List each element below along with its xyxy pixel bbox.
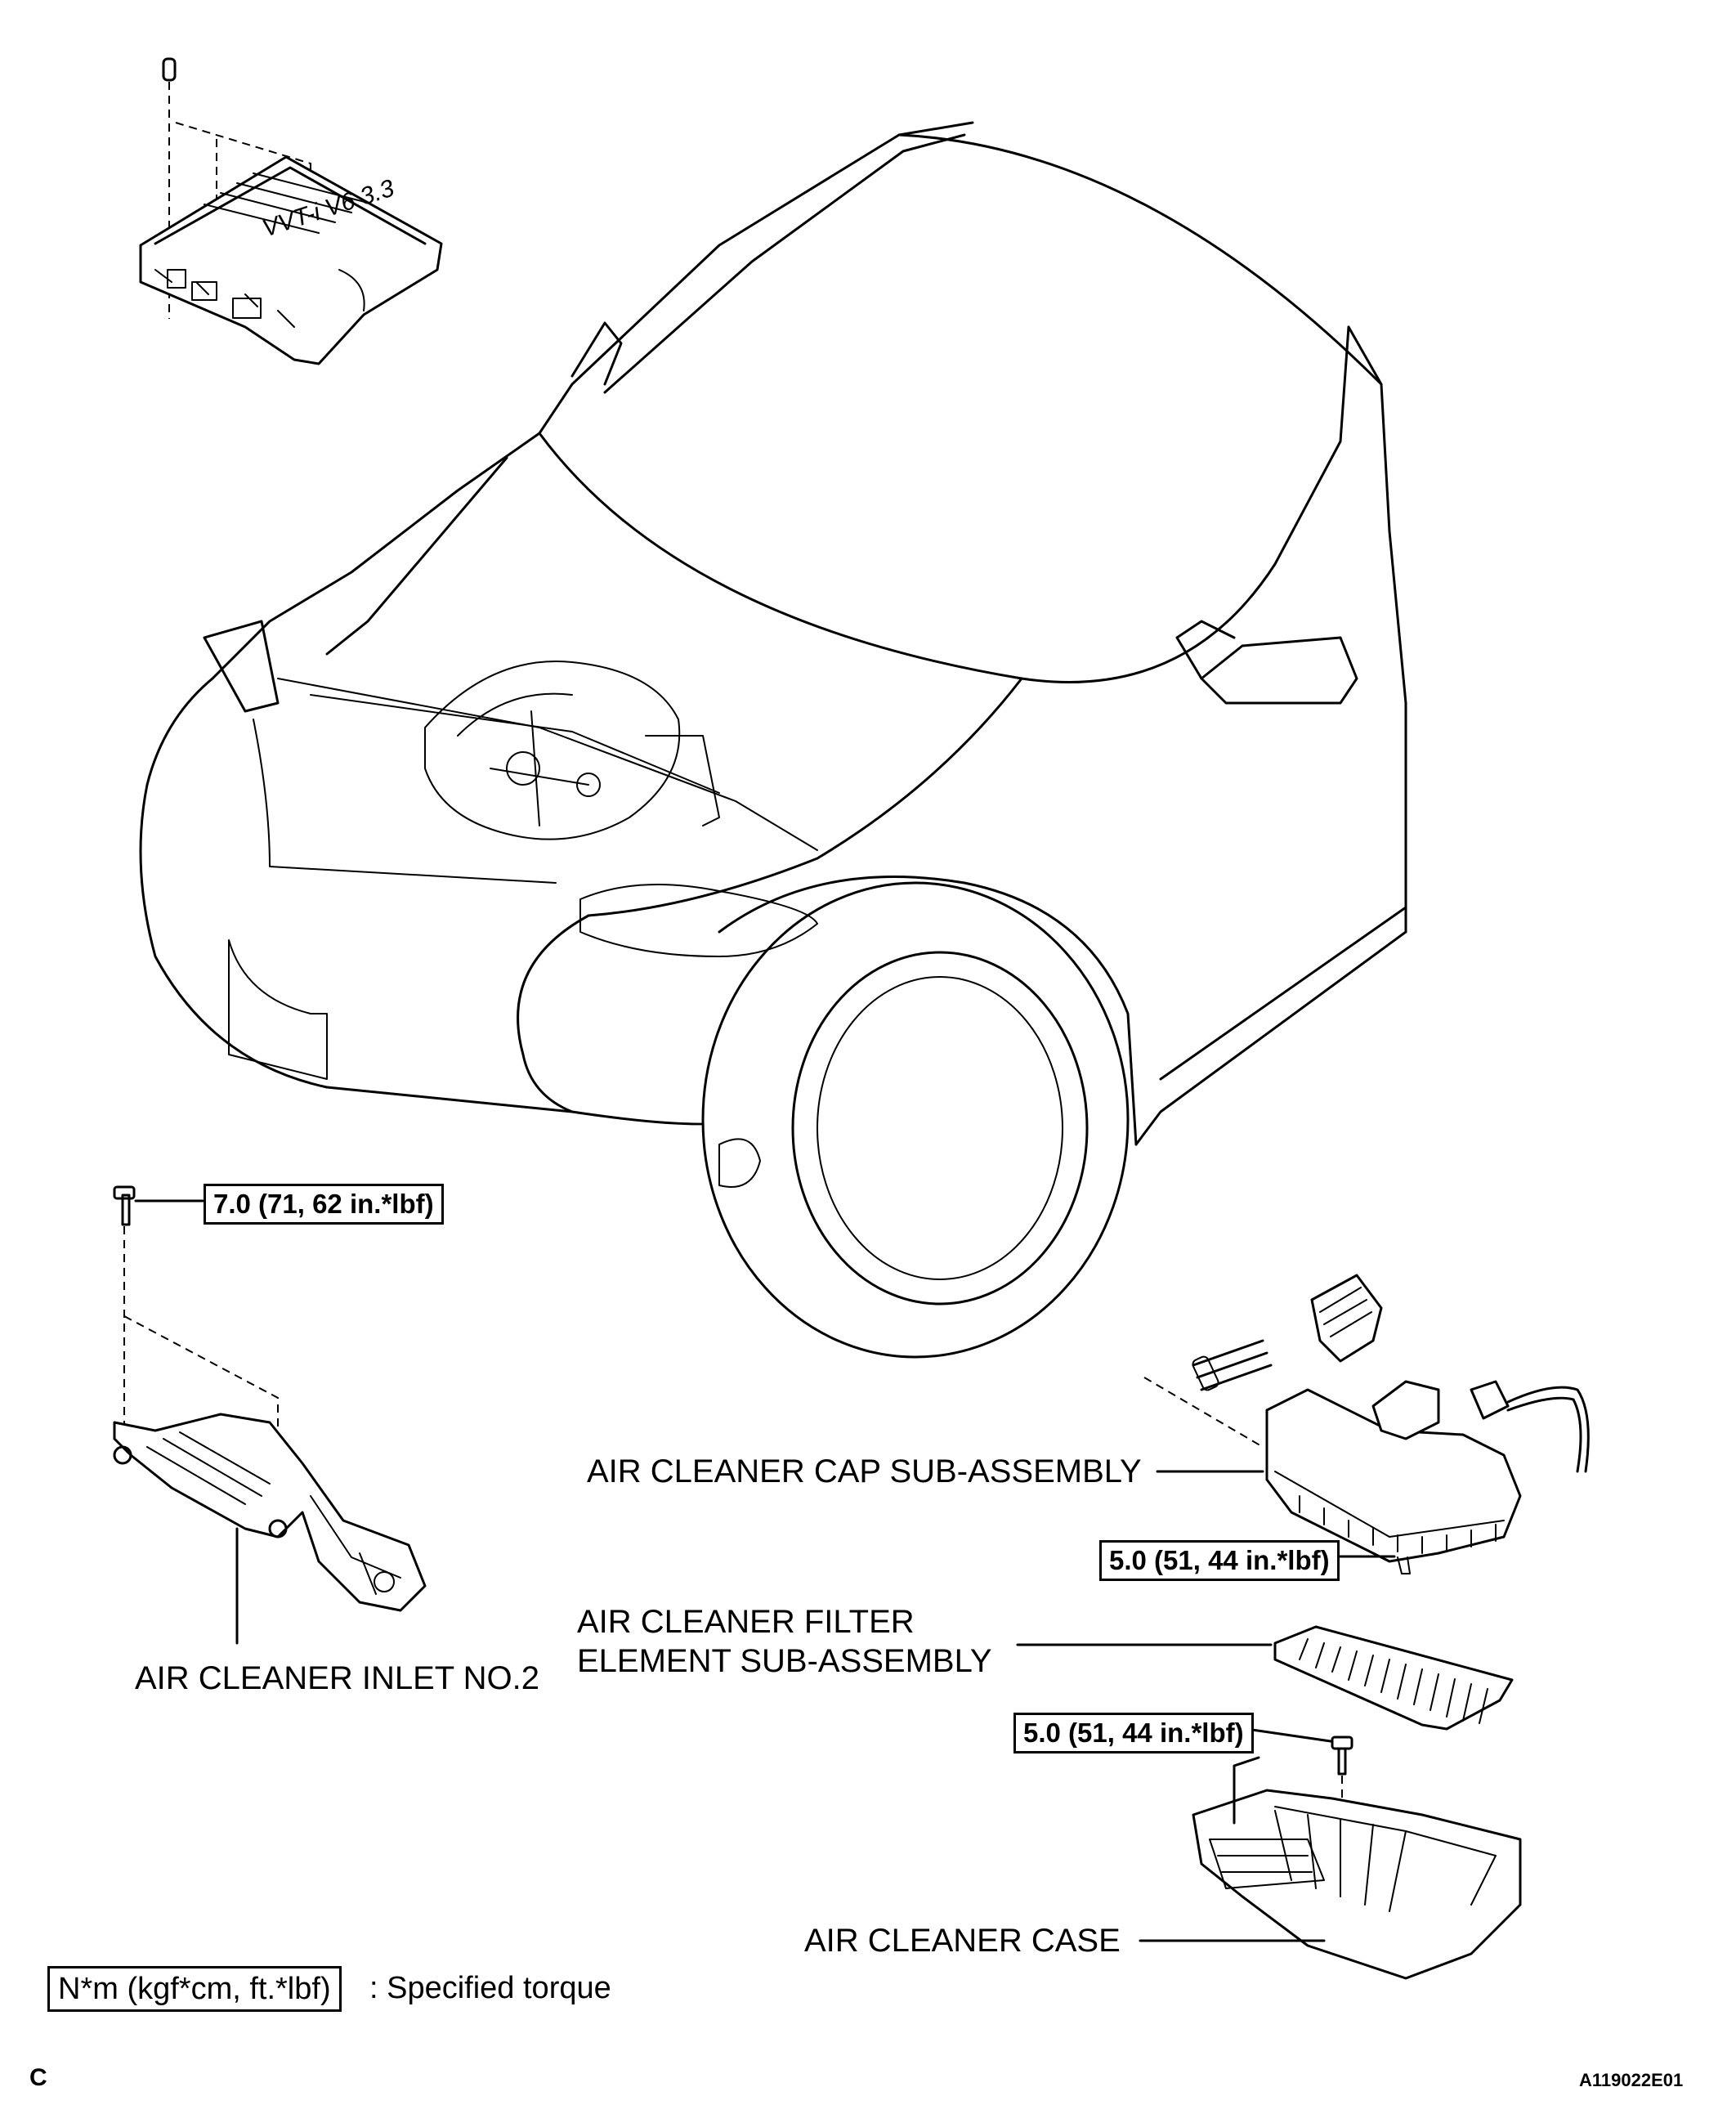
torque-unit-legend-box: N*m (kgf*cm, ft.*lbf) <box>47 1966 342 2012</box>
air-cleaner-filter-element <box>1016 1625 1514 1731</box>
case-bolt-torque-box: 5.0 (51, 44 in.*lbf) <box>1013 1713 1254 1753</box>
cap-bolt-torque: 5.0 (51, 44 in.*lbf) <box>1109 1545 1330 1575</box>
inlet-bolt-torque: 7.0 (71, 62 in.*lbf) <box>213 1189 434 1219</box>
vehicle-body <box>139 121 1407 1359</box>
filter-label-line1: AIR CLEANER FILTER <box>577 1604 915 1640</box>
torque-unit-text: N*m (kgf*cm, ft.*lbf) <box>58 1972 331 2006</box>
cap-bolt-torque-box: 5.0 (51, 44 in.*lbf) <box>1099 1540 1340 1581</box>
engine-cover: VVT-i V6 3.3 <box>139 57 443 365</box>
torque-legend-description: : Specified torque <box>369 1971 611 2005</box>
torque-leaders <box>134 1199 1396 1743</box>
air-cleaner-case <box>1139 1736 1522 1980</box>
inlet-bolt-torque-box: 7.0 (71, 62 in.*lbf) <box>204 1184 444 1225</box>
case-label: AIR CLEANER CASE <box>804 1923 1121 1959</box>
case-bolt-torque: 5.0 (51, 44 in.*lbf) <box>1023 1718 1244 1748</box>
cap-label: AIR CLEANER CAP SUB-ASSEMBLY <box>587 1453 1142 1489</box>
air-cleaner-cap <box>1143 1274 1590 1574</box>
section-letter: C <box>29 2064 47 2091</box>
figure-id: A119022E01 <box>1579 2070 1684 2090</box>
air-cleaner-inlet-no2 <box>113 1185 427 1645</box>
inlet-label: AIR CLEANER INLET NO.2 <box>135 1660 539 1696</box>
filter-label-line2: ELEMENT SUB-ASSEMBLY <box>577 1643 992 1679</box>
